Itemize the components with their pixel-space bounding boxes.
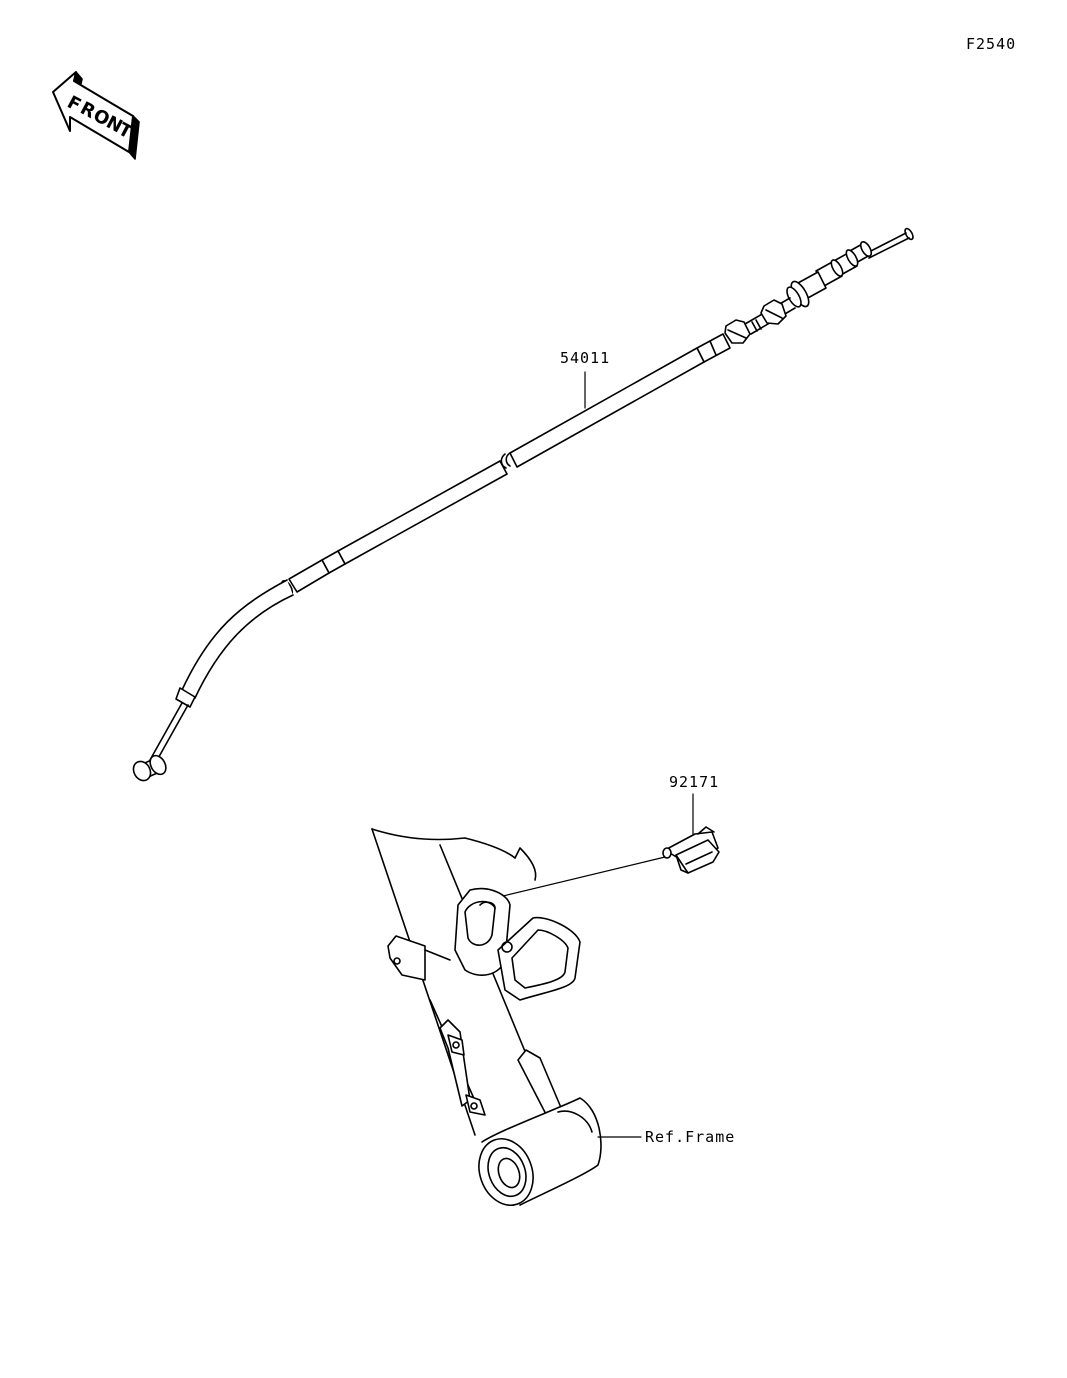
cable-clamp-icon bbox=[662, 826, 720, 874]
leader-line-clamp-position bbox=[502, 856, 666, 897]
part-number-92171[interactable]: 92171 bbox=[669, 773, 720, 791]
clutch-cable-icon bbox=[132, 227, 914, 782]
reference-frame-label: Ref.Frame bbox=[645, 1128, 736, 1146]
frame-head-pipe-icon bbox=[371, 828, 602, 1206]
diagram-code-label: F2540 bbox=[966, 35, 1017, 53]
front-direction-arrow-icon: F R O N T bbox=[52, 71, 140, 160]
front-label: F R O N T bbox=[64, 92, 136, 144]
part-number-54011[interactable]: 54011 bbox=[560, 349, 611, 367]
